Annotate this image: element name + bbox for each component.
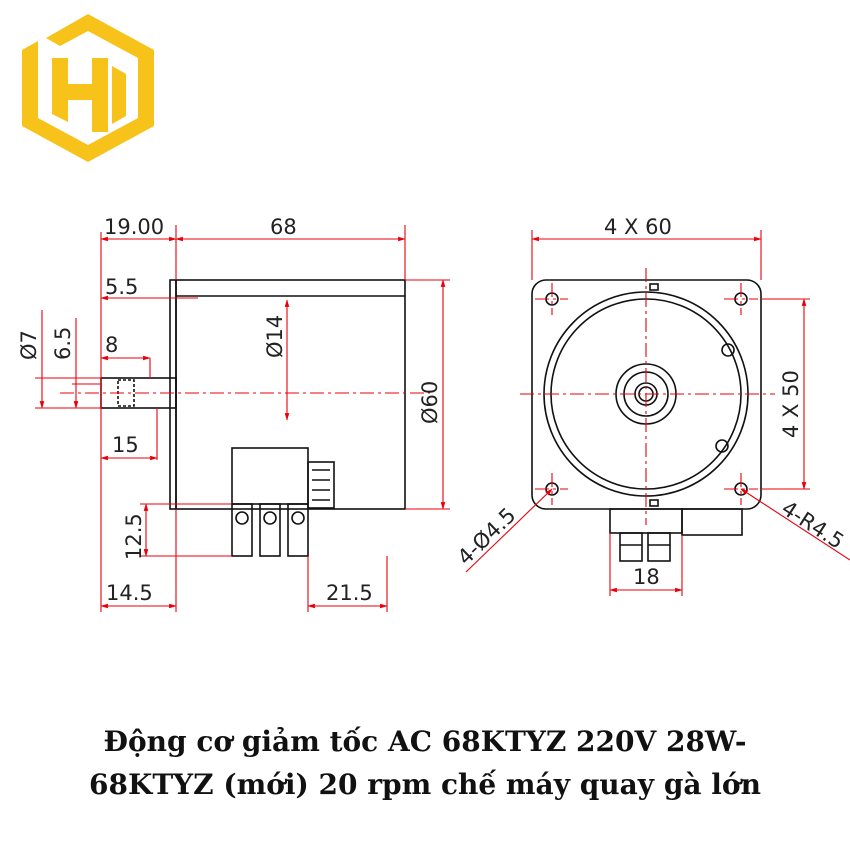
- terminal-box: [231, 447, 309, 505]
- caption-line-1: Động cơ giảm tốc AC 68KTYZ 220V 28W-: [103, 725, 747, 758]
- hd-logo-icon: [22, 14, 154, 162]
- dim-8: 8: [105, 333, 118, 357]
- dim-4-r4-5: 4-R4.5: [777, 496, 848, 554]
- dim-4-phi4-5: 4-Ø4.5: [453, 503, 521, 569]
- dim-phi7: Ø7: [17, 330, 41, 360]
- side-view: 19.00 68 5.5 8 Ø7 6.5 Ø14 Ø60 15 12.5 14…: [17, 215, 450, 612]
- dim-14-5: 14.5: [106, 581, 153, 605]
- dim-4x60: 4 X 60: [604, 215, 672, 239]
- dim-12-5: 12.5: [122, 513, 146, 560]
- dim-6-5: 6.5: [51, 327, 75, 360]
- dim-5-5: 5.5: [105, 275, 138, 299]
- dim-19: 19.00: [104, 215, 164, 239]
- dim-68: 68: [270, 215, 297, 239]
- caption-line-2: 68KTYZ (mới) 20 rpm chế máy quay gà lớn: [89, 768, 761, 801]
- front-view: 4 X 60 4 X 50 4-Ø4.5 4-R4.5 18: [453, 215, 850, 596]
- dim-phi60: Ø60: [418, 381, 442, 424]
- motor-technical-drawing: 19.00 68 5.5 8 Ø7 6.5 Ø14 Ø60 15 12.5 14…: [17, 215, 850, 612]
- dim-21-5: 21.5: [326, 581, 373, 605]
- dim-phi14: Ø14: [263, 315, 287, 358]
- dim-18: 18: [633, 565, 660, 589]
- dim-4x50: 4 X 50: [779, 370, 803, 438]
- dim-15: 15: [112, 433, 139, 457]
